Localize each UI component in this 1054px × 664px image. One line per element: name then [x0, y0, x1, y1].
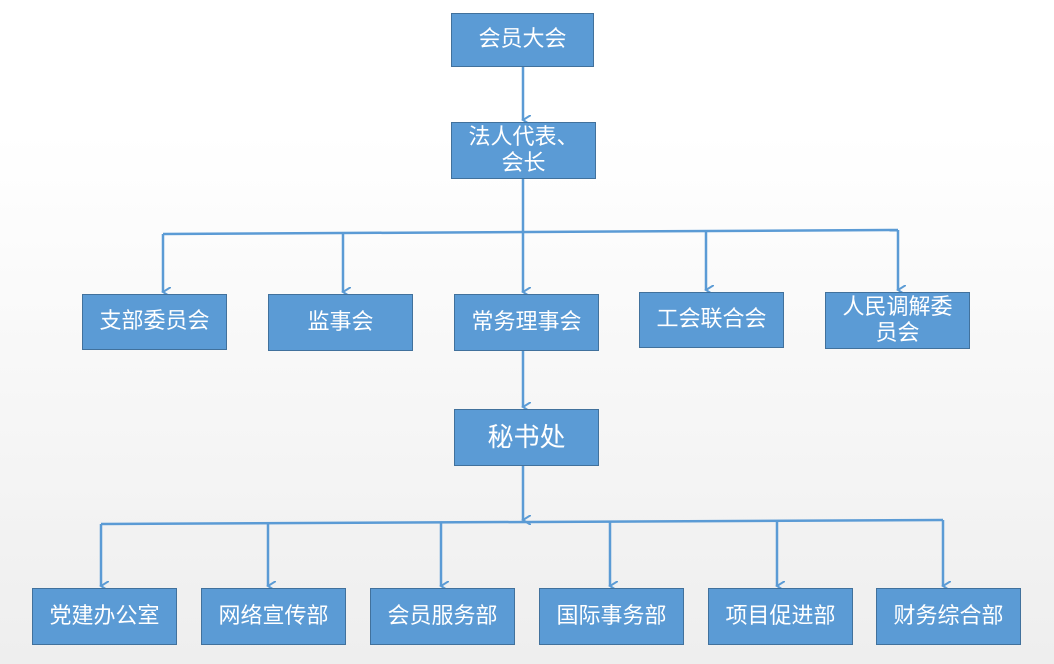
node-branch-committee: 支部委员会 [82, 294, 227, 350]
node-standing-council: 常务理事会 [454, 294, 599, 351]
node-finance-dept: 财务综合部 [876, 588, 1021, 645]
node-president: 法人代表、 会长 [451, 122, 596, 179]
bus-level-4 [100, 518, 944, 526]
bus-level-2 [162, 228, 899, 236]
node-project-promotion: 项目促进部 [708, 588, 853, 645]
node-publicity-dept: 网络宣传部 [201, 588, 346, 645]
node-member-services: 会员服务部 [370, 588, 515, 645]
node-supervisory-board: 监事会 [268, 294, 413, 351]
node-international-affairs: 国际事务部 [539, 588, 684, 645]
node-assembly: 会员大会 [451, 13, 594, 67]
node-party-office: 党建办公室 [32, 588, 177, 645]
node-labor-union: 工会联合会 [639, 292, 784, 348]
node-mediation-committee: 人民调解委员会 [825, 292, 970, 349]
node-secretariat: 秘书处 [454, 409, 599, 466]
